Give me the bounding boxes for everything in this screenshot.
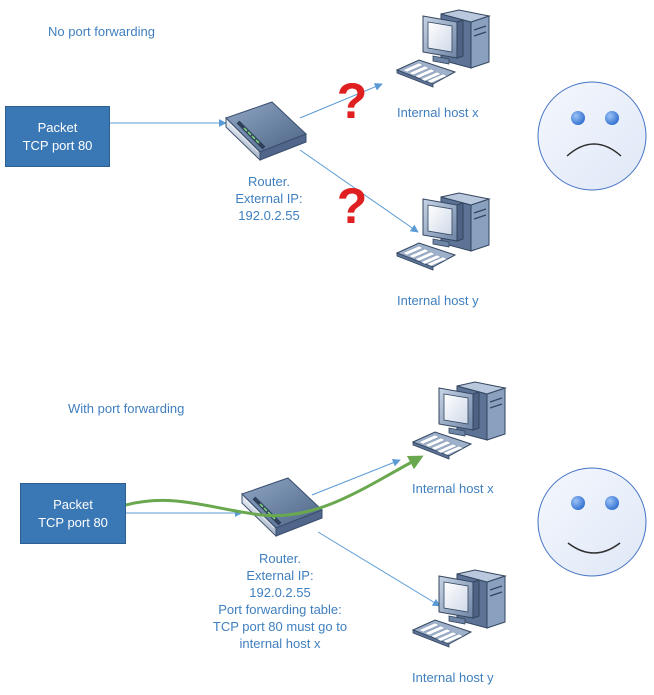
host-y-label-top: Internal host y [397,293,479,308]
router-label-bottom: Router. External IP: 192.0.2.55 Port for… [190,550,370,652]
question-mark-host-y: ? [337,178,368,234]
arrow-router-to-host-y-bottom [317,531,441,607]
router-label-top: Router. External IP: 192.0.2.55 [214,173,324,224]
router-label-line3: 192.0.2.55 [249,585,311,600]
router-label-line4: Port forwarding table: [218,602,342,617]
section-title-with-forwarding: With port forwarding [68,401,185,416]
router-label-line1: Router. [259,551,301,566]
host-x-label-top: Internal host x [397,105,479,120]
packet-box-top: Packet TCP port 80 [5,106,110,167]
router-label-line6: internal host x [239,636,321,651]
happy-face-icon [537,467,647,577]
router-icon-top [224,100,308,162]
router-icon-bottom [240,476,324,538]
arrow-router-to-host-x-bottom [311,458,401,496]
router-label-line3: 192.0.2.55 [238,208,300,223]
question-mark-host-x: ? [337,73,368,129]
router-label-line1: Router. [248,174,290,189]
router-label-line5: TCP port 80 must go to [212,619,348,634]
computer-icon-host-x-bottom [412,381,506,460]
host-x-label-bottom: Internal host x [412,481,494,496]
router-label-line2: External IP: [246,568,314,583]
computer-icon-host-y-bottom [412,569,506,648]
packet-label-line2: TCP port 80 [38,514,108,530]
packet-box-bottom: Packet TCP port 80 [20,483,126,544]
forwarding-path-arrow [125,455,424,518]
arrow-router-to-host-x-top [299,83,383,119]
router-label-line2: External IP: [235,191,303,206]
packet-label-line1: Packet [53,496,93,512]
host-y-label-bottom: Internal host y [412,670,494,685]
sad-face-icon [537,81,647,191]
section-title-no-forwarding: No port forwarding [48,24,155,39]
arrow-router-to-host-y-top [299,149,419,233]
computer-icon-host-y-top [396,192,490,271]
packet-label-line1: Packet [37,119,78,135]
packet-label-line2: TCP port 80 [22,137,93,153]
computer-icon-host-x-top [396,9,490,88]
